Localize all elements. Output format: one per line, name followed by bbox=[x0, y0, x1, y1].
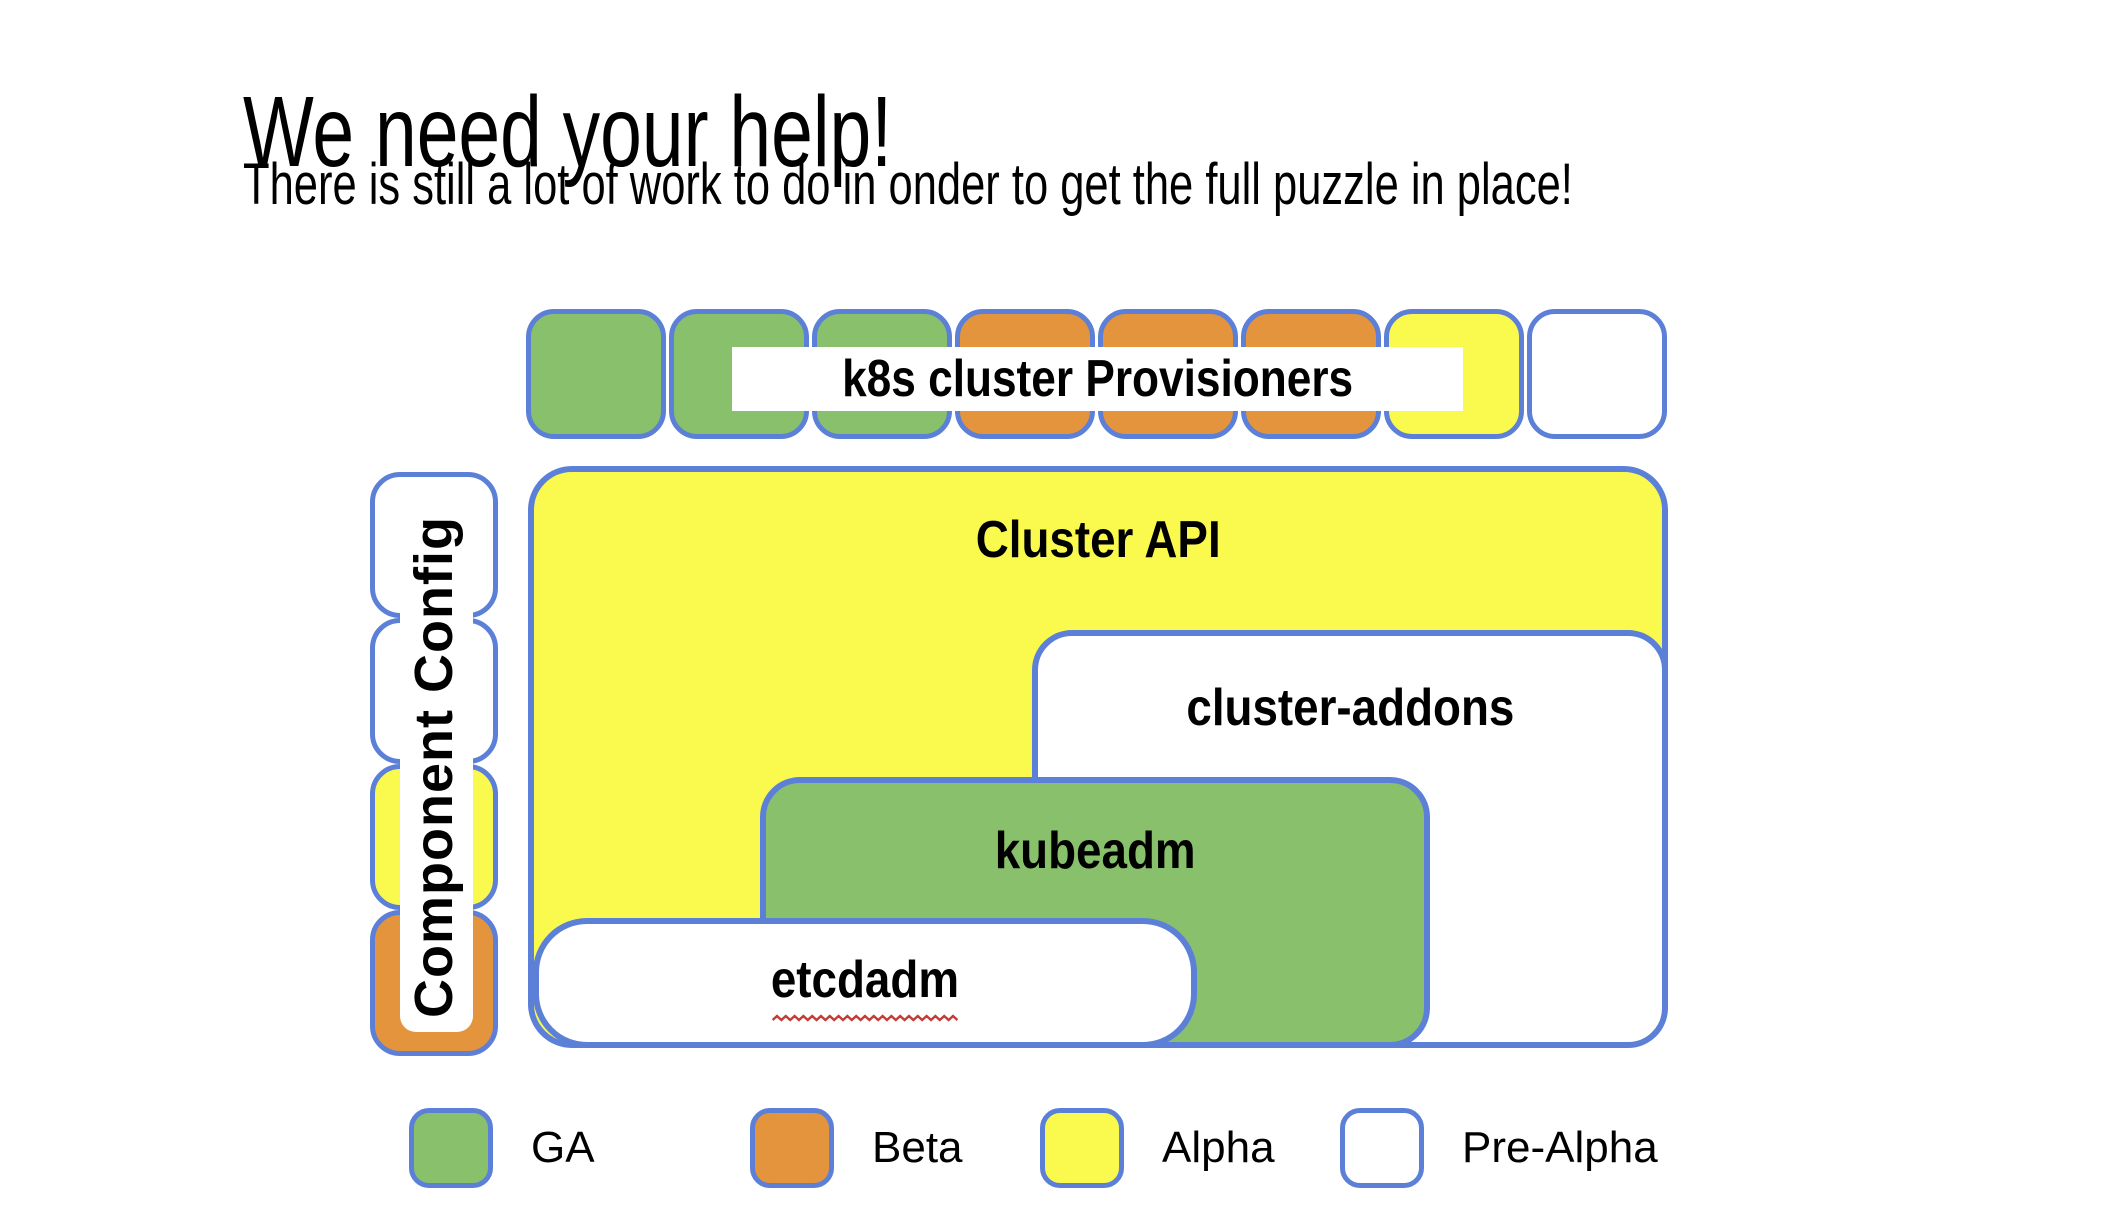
etcdadm-label-wrap: etcdadm bbox=[770, 950, 960, 1022]
legend-item-pre_alpha: Pre-Alpha bbox=[1340, 1108, 1658, 1188]
legend-swatch-alpha bbox=[1040, 1108, 1124, 1188]
legend-label-alpha: Alpha bbox=[1162, 1123, 1275, 1172]
legend-swatch-beta bbox=[750, 1108, 834, 1188]
legend-swatch-ga bbox=[409, 1108, 493, 1188]
legend-label-pre_alpha: Pre-Alpha bbox=[1462, 1123, 1658, 1172]
legend-swatch-pre_alpha bbox=[1340, 1108, 1424, 1188]
cluster-addons-label: cluster-addons bbox=[1185, 679, 1514, 737]
etcdadm-label: etcdadm bbox=[770, 951, 960, 1009]
kubeadm-label: kubeadm bbox=[994, 822, 1196, 880]
page-title: We need your help! bbox=[243, 76, 893, 188]
provisioners-label: k8s cluster Provisioners bbox=[732, 347, 1463, 411]
legend-item-beta: Beta bbox=[750, 1108, 963, 1188]
spellcheck-squiggle-icon bbox=[771, 1014, 959, 1022]
cluster-api-label: Cluster API bbox=[975, 511, 1221, 569]
legend-label-ga: GA bbox=[531, 1123, 595, 1172]
component-config-label: Component Config bbox=[404, 516, 464, 1018]
etcdadm-box: etcdadm bbox=[533, 918, 1197, 1048]
provisioner-tile-pre_alpha bbox=[1527, 309, 1667, 439]
legend-label-beta: Beta bbox=[872, 1123, 963, 1172]
component-config-label-background bbox=[400, 505, 473, 1032]
legend-item-ga: GA bbox=[409, 1108, 595, 1188]
provisioner-tile-ga bbox=[526, 309, 666, 439]
legend-item-alpha: Alpha bbox=[1040, 1108, 1275, 1188]
page-subtitle: There is still a lot of work to do in on… bbox=[243, 152, 1573, 217]
